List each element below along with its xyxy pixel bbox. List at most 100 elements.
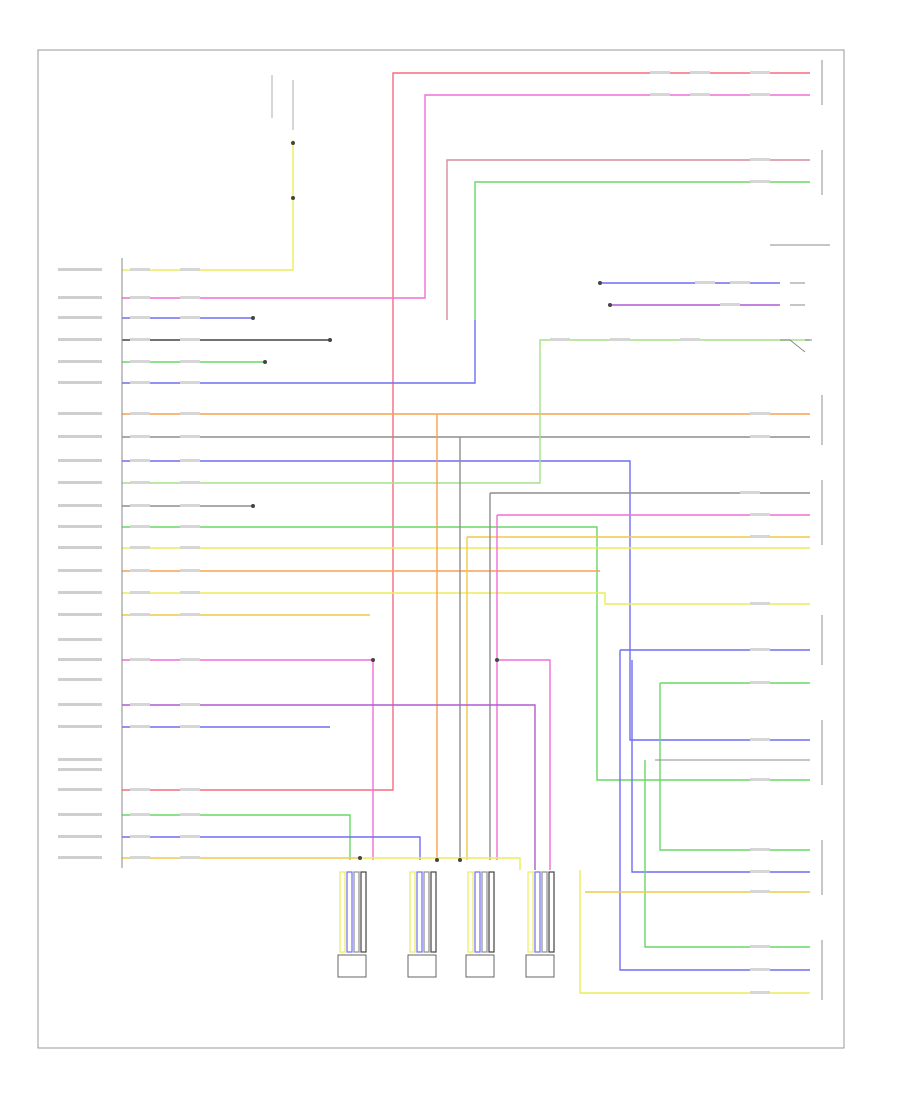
wire-tag — [180, 412, 200, 415]
wire-tag — [750, 648, 770, 651]
wire-tag — [130, 459, 150, 462]
wire-red-top — [122, 72, 810, 791]
splice — [251, 504, 255, 508]
wires — [122, 72, 810, 994]
parking-sensor — [465, 871, 495, 978]
module-pins — [58, 268, 102, 859]
wire-tag — [730, 281, 750, 284]
sensor-pin — [534, 871, 541, 953]
wire-tag — [650, 71, 670, 74]
splice — [495, 658, 499, 662]
wire-pink-front2 — [497, 659, 551, 870]
splice — [251, 316, 255, 320]
module-pin-label — [58, 813, 102, 816]
sensor-pin — [474, 871, 481, 953]
module-pin-label — [58, 569, 102, 572]
wire-tag — [180, 546, 200, 549]
splice — [328, 338, 332, 342]
parking-sensor — [407, 871, 437, 978]
wire-tag — [180, 856, 200, 859]
parking-sensor — [525, 871, 555, 978]
wire-tag — [750, 890, 770, 893]
wire-tag — [180, 788, 200, 791]
wire-tag — [180, 338, 200, 341]
wire-tag — [750, 71, 770, 74]
wire-tag — [180, 459, 200, 462]
module-pin-label — [58, 268, 102, 271]
wire-tag — [180, 268, 200, 271]
wire-tag — [180, 435, 200, 438]
wire-tag — [130, 658, 150, 661]
wire-tag — [750, 602, 770, 605]
wire-tag — [750, 681, 770, 684]
wire-yellow-bottom — [360, 857, 521, 870]
wire-tag — [130, 813, 150, 816]
wire-tag — [750, 991, 770, 994]
wire-tag — [130, 856, 150, 859]
module-pin-label — [58, 435, 102, 438]
wire-tag — [750, 535, 770, 538]
module-pin-label — [58, 296, 102, 299]
module-pin-label — [58, 856, 102, 859]
wire-tag — [750, 870, 770, 873]
module-pin-label — [58, 638, 102, 641]
wire-tag — [680, 338, 700, 341]
sensor-body — [337, 954, 367, 978]
wire-pink-top — [122, 94, 810, 299]
sensor-pin — [481, 871, 488, 953]
wire-tag — [130, 835, 150, 838]
sensor-body — [525, 954, 555, 978]
wire-tag — [750, 778, 770, 781]
sensor-pin — [353, 871, 360, 953]
module-pin-label — [58, 504, 102, 507]
splice — [608, 303, 612, 307]
sensor-pin — [423, 871, 430, 953]
wire-tag — [130, 412, 150, 415]
wire-tag — [180, 525, 200, 528]
wire-yellow-3 — [122, 592, 810, 605]
sensor-pin — [409, 871, 416, 953]
wire-tag — [695, 281, 715, 284]
wire-fuse-stub — [271, 75, 294, 130]
wire-tag — [180, 504, 200, 507]
wire-tag — [130, 569, 150, 572]
wire-tag — [750, 158, 770, 161]
wire-tag — [720, 303, 740, 306]
sensor-pin — [416, 871, 423, 953]
wire-blue-center — [122, 460, 810, 741]
wire-pink-right — [446, 159, 810, 320]
wire-tag — [130, 435, 150, 438]
wire-gold-rl2 — [579, 870, 810, 994]
wire-tag — [180, 481, 200, 484]
sensor-pin — [488, 871, 495, 953]
sensor-group — [337, 871, 555, 978]
wire-tag — [130, 546, 150, 549]
wire-tag — [180, 296, 200, 299]
wire-tag — [180, 835, 200, 838]
wire-blue-rr-v2 — [631, 660, 810, 873]
module-pin-label — [58, 360, 102, 363]
parking-sensor — [337, 871, 367, 978]
wire-tag — [180, 591, 200, 594]
module-pin-label — [58, 788, 102, 791]
wire-pink-front — [122, 659, 374, 860]
module-pin-label — [58, 703, 102, 706]
wire-tag — [750, 93, 770, 96]
wire-tag — [180, 703, 200, 706]
wire-tag — [750, 945, 770, 948]
wire-tag — [690, 71, 710, 74]
splices — [251, 141, 612, 862]
splice — [291, 141, 295, 145]
wire-blue-rr-v — [619, 650, 810, 971]
module-pin-label — [58, 338, 102, 341]
sensor-pin — [339, 871, 346, 953]
module-pin-label — [58, 835, 102, 838]
wire-tag — [130, 703, 150, 706]
module-pin-label — [58, 678, 102, 681]
splice — [263, 360, 267, 364]
wire-green-rl — [644, 760, 810, 948]
wire-blue-switch — [122, 320, 476, 384]
diagram-frame — [37, 49, 845, 1049]
module-pin-label — [58, 658, 102, 661]
